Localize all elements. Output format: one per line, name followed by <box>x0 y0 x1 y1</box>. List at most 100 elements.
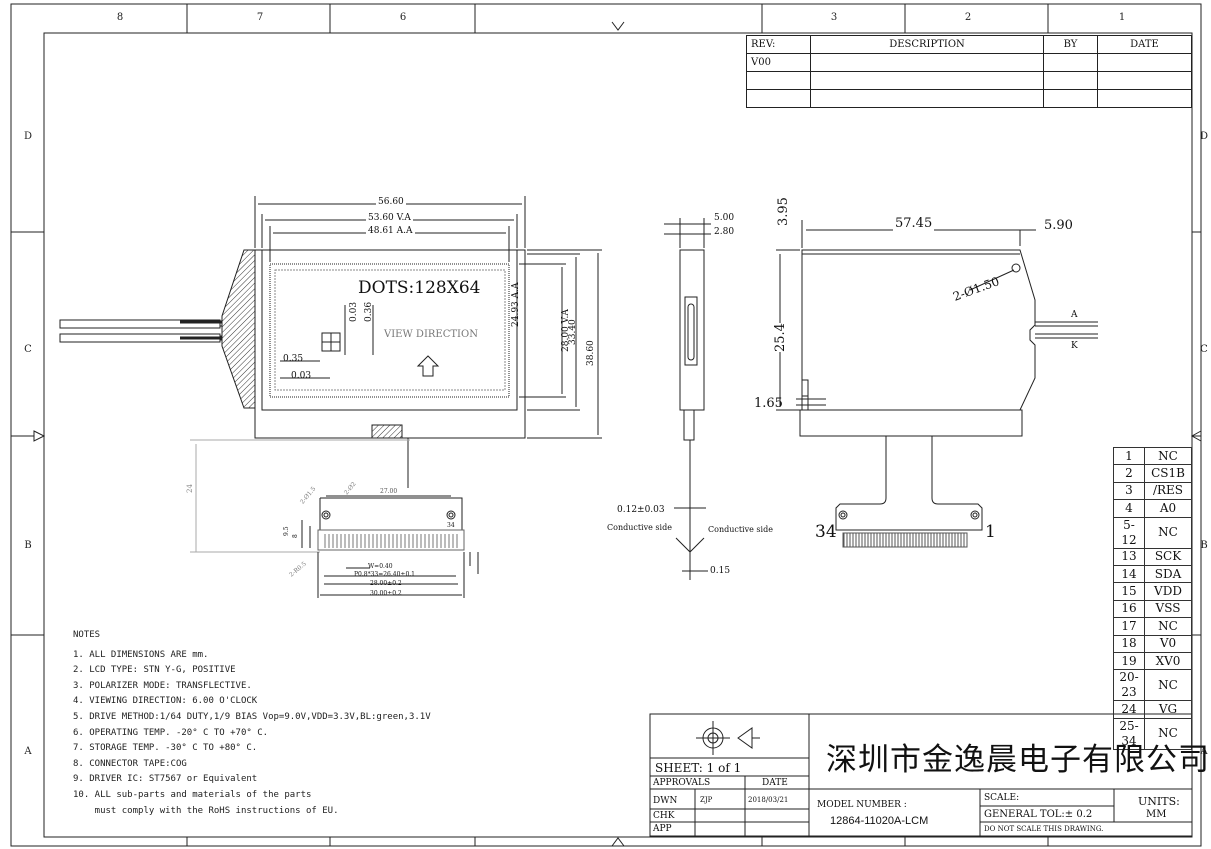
grid-label-top-1: 1 <box>1118 12 1126 23</box>
rev-header: REV: <box>746 35 811 54</box>
pin-right-label: 1 <box>985 522 996 542</box>
dim-active-area: 48.61 A.A <box>366 226 415 236</box>
note-item: 9. DRIVER IC: ST7567 or Equivalent <box>73 774 258 785</box>
dim-rear-width: 57.45 <box>893 216 935 231</box>
fpc-dim-w: W=0.40 <box>368 563 393 570</box>
notes-title: NOTES <box>73 630 101 640</box>
approved-label: APP <box>653 824 672 834</box>
tolerance-label: GENERAL TOL:± 0.2 <box>984 809 1093 820</box>
pin-number: 18 <box>1113 634 1145 653</box>
pin-number: 5-12 <box>1113 516 1145 549</box>
pin-number: 4 <box>1113 499 1145 518</box>
dim-height-aa: 24.93 A.A <box>511 282 521 328</box>
projection-symbol-icon <box>693 718 763 754</box>
checked-label: CHK <box>653 811 675 821</box>
approvals-label: APPROVALS <box>653 778 711 788</box>
dim-rear-right: 5.90 <box>1044 218 1073 233</box>
cathode-label: K <box>1071 341 1078 351</box>
rev-description <box>810 53 1044 72</box>
anode-label: A <box>1071 310 1078 320</box>
dim-rear-top: 3.95 <box>776 197 791 226</box>
company-name: 深圳市金逸晨电子有限公司 <box>826 742 1210 778</box>
drawn-date: 2018/03/21 <box>748 796 789 804</box>
grid-label-right-B: B <box>1200 540 1208 551</box>
grid-label-top-7: 7 <box>256 12 264 23</box>
rev-date <box>1097 53 1192 72</box>
pin-signal: XV0 <box>1144 651 1192 671</box>
grid-label-right-D: D <box>1199 131 1209 142</box>
note-item: 4. VIEWING DIRECTION: 6.00 O'CLOCK <box>73 696 258 707</box>
model-number: 12864-11020A-LCM <box>830 815 929 827</box>
dim-rear-height: 25.4 <box>773 323 788 352</box>
fpc-dim-8: 8 <box>292 534 299 538</box>
dim-rear-bottom: 1.65 <box>754 396 783 411</box>
pin-number: 24 <box>1113 700 1145 719</box>
grid-label-left-D: D <box>23 131 33 142</box>
rev-by <box>1043 53 1098 72</box>
pin-signal: SCK <box>1144 547 1192 566</box>
pin-number: 3 <box>1113 481 1145 501</box>
pin-number: 19 <box>1113 651 1145 671</box>
pin-row: 3/RES <box>1113 481 1192 501</box>
drawn-name: ZJP <box>700 796 713 804</box>
grid-label-left-C: C <box>24 344 32 355</box>
pin-number: 13 <box>1113 547 1145 566</box>
pin-number: 1 <box>1113 446 1145 466</box>
note-item: 10. ALL sub-parts and materials of the p… <box>73 789 312 800</box>
grid-label-right-A: A <box>1200 746 1208 757</box>
pin-number: 2 <box>1113 464 1145 483</box>
pin-number: 14 <box>1113 564 1145 584</box>
note-item: must comply with the RoHS instructions o… <box>73 805 339 816</box>
pin-number: 16 <box>1113 599 1145 619</box>
pin-signal: NC <box>1144 516 1192 549</box>
conductive-side-left: Conductive side <box>607 523 672 532</box>
fpc-dim-28: 28.00±0.2 <box>370 580 402 587</box>
dim-bottom-thickness: 0.15 <box>710 566 731 576</box>
revision-row-empty <box>746 89 1192 108</box>
note-item: 2. LCD TYPE: STN Y-G, POSITIVE <box>73 665 236 676</box>
pin-signal: NC <box>1144 669 1192 702</box>
note-item: 8. CONNECTOR TAPE:COG <box>73 758 187 769</box>
dim-dot-w2: 0.03 <box>291 371 312 381</box>
pin-signal: A0 <box>1144 499 1192 518</box>
note-item: 7. STORAGE TEMP. -30° C TO +80° C. <box>73 743 258 754</box>
grid-label-right-C: C <box>1200 344 1208 355</box>
units-value: MM <box>1146 809 1167 820</box>
fpc-dim-9: 9.5 <box>283 526 290 536</box>
grid-label-top-2: 2 <box>964 12 972 23</box>
model-number-label: MODEL NUMBER : <box>817 800 907 810</box>
pin-signal: VSS <box>1144 599 1192 619</box>
grid-label-top-3: 3 <box>830 12 838 23</box>
dim-view-area: 53.60 V.A <box>366 213 413 223</box>
dim-dot-h1: 0.03 <box>349 301 359 322</box>
revision-header-row: REV: DESCRIPTION BY DATE <box>746 35 1192 54</box>
revision-row: V00 <box>746 53 1192 72</box>
fpc-dim-pitch: P0.8*33=26.40±0.1 <box>354 571 415 578</box>
pin-signal: /RES <box>1144 481 1192 501</box>
dim-thickness: 5.00 <box>714 213 735 223</box>
pin-signal: NC <box>1144 446 1192 466</box>
pin-signal: CS1B <box>1144 464 1192 483</box>
date-header: DATE <box>1097 35 1192 54</box>
grid-label-left-B: B <box>24 540 32 551</box>
approval-date-label: DATE <box>762 778 788 788</box>
dim-glass: 2.80 <box>714 227 735 237</box>
grid-label-left-A: A <box>24 746 32 757</box>
note-item: 5. DRIVE METHOD:1/64 DUTY,1/9 BIAS Vop=9… <box>73 711 431 722</box>
drawn-label: DWN <box>653 796 678 806</box>
note-item: 3. POLARIZER MODE: TRANSFLECTIVE. <box>73 680 252 691</box>
dim-height-total: 38.60 <box>586 340 596 366</box>
by-header: BY <box>1043 35 1098 54</box>
pin-number: 17 <box>1113 617 1145 636</box>
grid-label-top-8: 8 <box>116 12 124 23</box>
pin-number: 15 <box>1113 582 1145 601</box>
